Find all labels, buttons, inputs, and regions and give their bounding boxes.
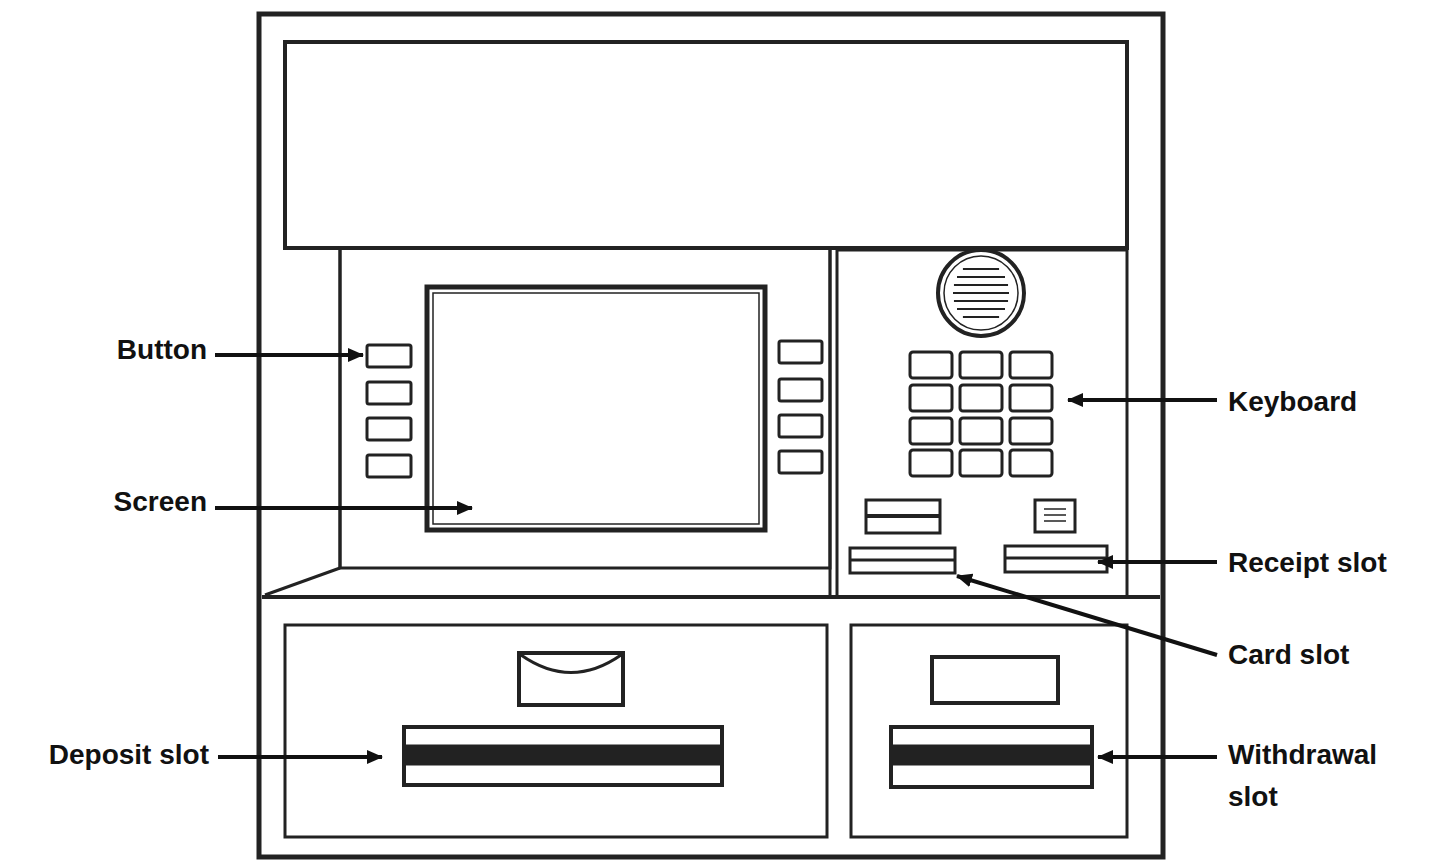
speaker-grille [953, 269, 1009, 317]
envelope-flap [521, 655, 621, 673]
side-button [367, 345, 411, 367]
keypad [910, 352, 1052, 476]
keypad-key [960, 450, 1002, 476]
side-button [367, 455, 411, 477]
atm-housing [259, 14, 1163, 857]
grille-line [954, 300, 1008, 302]
cash-icon [932, 657, 1058, 703]
keypad-key [1010, 352, 1052, 378]
grille-line [963, 268, 999, 270]
receipt-slot [1005, 546, 1107, 572]
keypad-panel [837, 250, 1127, 597]
keypad-key [960, 418, 1002, 444]
part-label: Withdrawal slot [1228, 734, 1408, 818]
keypad-key [910, 352, 952, 378]
reader-light [1035, 500, 1075, 532]
receipt-slot-line [1005, 557, 1107, 560]
screen-frame [427, 287, 765, 530]
keypad-key [1010, 385, 1052, 411]
keypad-key [1010, 450, 1052, 476]
withdrawal-slot [891, 727, 1092, 787]
side-button [779, 451, 822, 473]
card-reader [850, 500, 1107, 573]
withdrawal-panel [851, 625, 1127, 837]
panel-divider [829, 248, 832, 597]
side-button [367, 418, 411, 440]
keypad-key [960, 385, 1002, 411]
leader-arrow [1098, 560, 1217, 564]
side-button [367, 382, 411, 404]
reader-line [1044, 514, 1066, 516]
atm-body [259, 14, 1163, 857]
keypad-key [1010, 418, 1052, 444]
keypad-key [910, 450, 952, 476]
grille-line [957, 276, 1005, 278]
screen-bezel [340, 248, 830, 568]
withdrawal-opening [891, 746, 1092, 764]
leader-arrows [215, 355, 1217, 757]
panel-edge [285, 248, 286, 597]
leader-arrow [957, 576, 1217, 655]
card-slot [850, 548, 955, 573]
reader-line [1044, 508, 1066, 510]
reader-line [1044, 520, 1066, 522]
screen-glass [433, 293, 759, 524]
side-buttons [367, 341, 822, 477]
reader-line [866, 514, 940, 518]
part-label: Card slot [1228, 634, 1349, 676]
part-label: Keyboard [1228, 381, 1357, 423]
part-label: Screen [114, 481, 207, 523]
deposit-panel [285, 625, 827, 837]
leader-arrow [1068, 398, 1217, 402]
speaker-rim [938, 250, 1024, 336]
reader-plate [866, 500, 940, 533]
speaker-grille [944, 256, 1018, 330]
part-label: Button [117, 329, 207, 371]
bezel-edge [339, 248, 342, 568]
grille-line [954, 284, 1008, 286]
leader-arrow [1098, 755, 1217, 759]
deposit-slot [404, 727, 722, 785]
side-button [779, 379, 822, 401]
side-button [779, 341, 822, 363]
speaker [938, 250, 1024, 336]
screen [427, 287, 765, 530]
leader-arrow [215, 353, 363, 357]
grille-line [963, 316, 999, 318]
part-label: Receipt slot [1228, 542, 1387, 584]
bezel-edge [265, 568, 340, 595]
grille-line [953, 292, 1009, 294]
keypad-key [910, 418, 952, 444]
keypad-key [910, 385, 952, 411]
side-button [779, 415, 822, 437]
leader-arrow [215, 506, 472, 510]
keypad-key [960, 352, 1002, 378]
part-label: Deposit slot [49, 734, 209, 776]
envelope-icon [519, 653, 623, 705]
deposit-opening [404, 746, 722, 764]
grille-line [957, 308, 1005, 310]
card-slot-line [850, 559, 955, 562]
top-panel [285, 42, 1127, 248]
leader-arrow [218, 755, 382, 759]
lower-panels [285, 625, 1127, 837]
